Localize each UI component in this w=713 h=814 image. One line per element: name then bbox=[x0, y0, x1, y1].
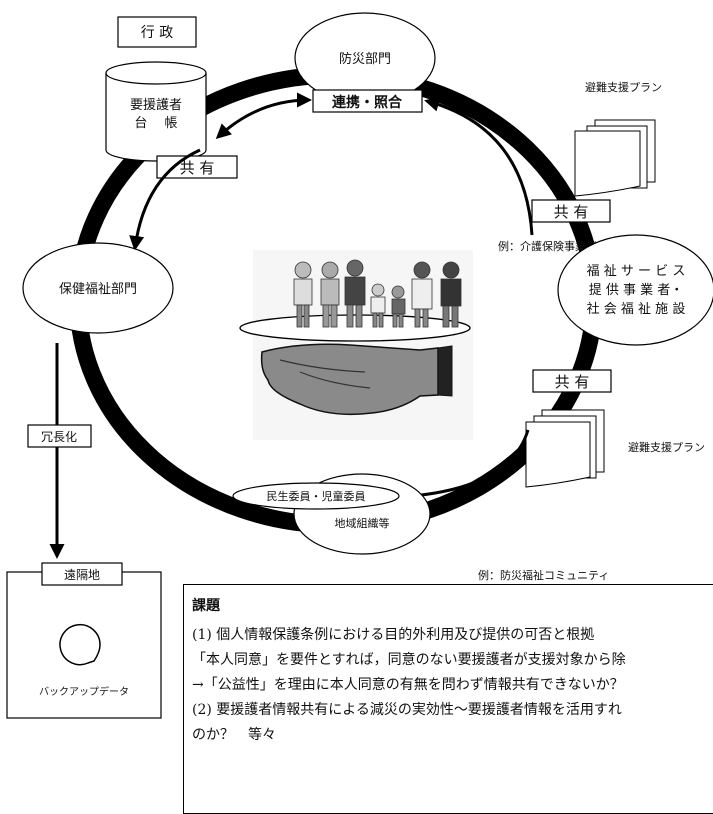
backup-label: バックアップデータ bbox=[39, 685, 129, 698]
issues-line-4: (2) 要援護者情報共有による減災の実効性～要援護者情報を活用すれ bbox=[192, 702, 622, 718]
share-label-3: 共 有 bbox=[555, 373, 590, 391]
issues-line-3: →「公益性」を理由に本人同意の有無を問わず情報共有できないか？ bbox=[192, 677, 624, 693]
people-group-icon bbox=[293, 259, 462, 328]
welfare-provider-node: 福 祉 サ ー ビ ス 提 供 事 業 者・ 社 会 福 祉 施 設 bbox=[557, 234, 713, 346]
remote-site-label: 遠隔地 bbox=[64, 568, 100, 582]
welfare-label-3: 社 会 福 祉 施 設 bbox=[587, 301, 686, 317]
arrow-welfare-to-disaster bbox=[424, 96, 534, 236]
share-label-2: 共 有 bbox=[554, 203, 589, 221]
government-tag-label: 行 政 bbox=[141, 25, 173, 41]
issues-line-5: のか？ 等々 bbox=[192, 727, 276, 743]
share-box-2: 共 有 bbox=[531, 199, 611, 223]
redundancy-label: 冗長化 bbox=[41, 430, 77, 444]
arrow-ledger-to-disaster bbox=[215, 92, 312, 140]
link-check-label: 連携・照合 bbox=[332, 94, 403, 111]
welfare-label-1: 福 祉 サ ー ビ ス bbox=[587, 264, 686, 279]
example-care-label: 例：介護保険事業者 bbox=[498, 239, 597, 253]
ledger-cylinder: 要援護者 台 帳 bbox=[105, 61, 207, 162]
government-tag: 行 政 bbox=[117, 16, 197, 48]
share-box-3: 共 有 bbox=[532, 369, 612, 393]
community-inner-label: 民生委員・児童委員 bbox=[267, 489, 366, 503]
health-welfare-dept-node: 保健福祉部門 bbox=[22, 242, 174, 334]
redundancy-tag: 冗長化 bbox=[27, 424, 92, 448]
arrow-welfare-to-community bbox=[397, 429, 530, 504]
evacuation-plan-bottom-stack bbox=[525, 409, 605, 488]
issues-box: 課題 (1) 個人情報保護条例における目的外利用及び提供の可否と根拠 「本人同意… bbox=[183, 584, 713, 814]
community-node: 民生委員・児童委員 地域組織等 bbox=[232, 473, 431, 555]
share-box-1: 共 有 bbox=[156, 155, 238, 179]
arrow-ledger-to-health bbox=[129, 148, 201, 251]
disaster-dept-node: 防災部門 bbox=[294, 12, 436, 104]
example-community-label: 例：防災福祉コミュニティ bbox=[478, 568, 609, 582]
ledger-label-2: 台 帳 bbox=[134, 116, 177, 131]
people-on-hand-illustration bbox=[239, 250, 473, 440]
remote-site-box: 遠隔地 バックアップデータ bbox=[6, 562, 162, 719]
issues-line-1: (1) 個人情報保護条例における目的外利用及び提供の可否と根拠 bbox=[192, 627, 595, 643]
plan-top-label: 避難支援プラン bbox=[585, 80, 662, 94]
community-outer-label: 地域組織等 bbox=[335, 516, 390, 530]
evacuation-plan-top-stack bbox=[574, 119, 656, 197]
welfare-label-2: 提 供 事 業 者・ bbox=[589, 282, 684, 298]
backup-disk-icon bbox=[59, 623, 101, 666]
disaster-dept-label: 防災部門 bbox=[339, 51, 391, 67]
issues-title: 課題 bbox=[192, 598, 220, 614]
open-hand-icon bbox=[260, 343, 439, 416]
link-check-box: 連携・照合 bbox=[312, 89, 423, 113]
plan-bottom-label: 避難支援プラン bbox=[628, 440, 705, 454]
issues-line-2: 「本人同意」を要件とすれば，同意のない要援護者が支援対象から除 bbox=[192, 652, 626, 668]
share-label-1: 共 有 bbox=[180, 159, 215, 177]
health-dept-label: 保健福祉部門 bbox=[59, 282, 137, 297]
ledger-label-1: 要援護者 bbox=[130, 97, 182, 113]
